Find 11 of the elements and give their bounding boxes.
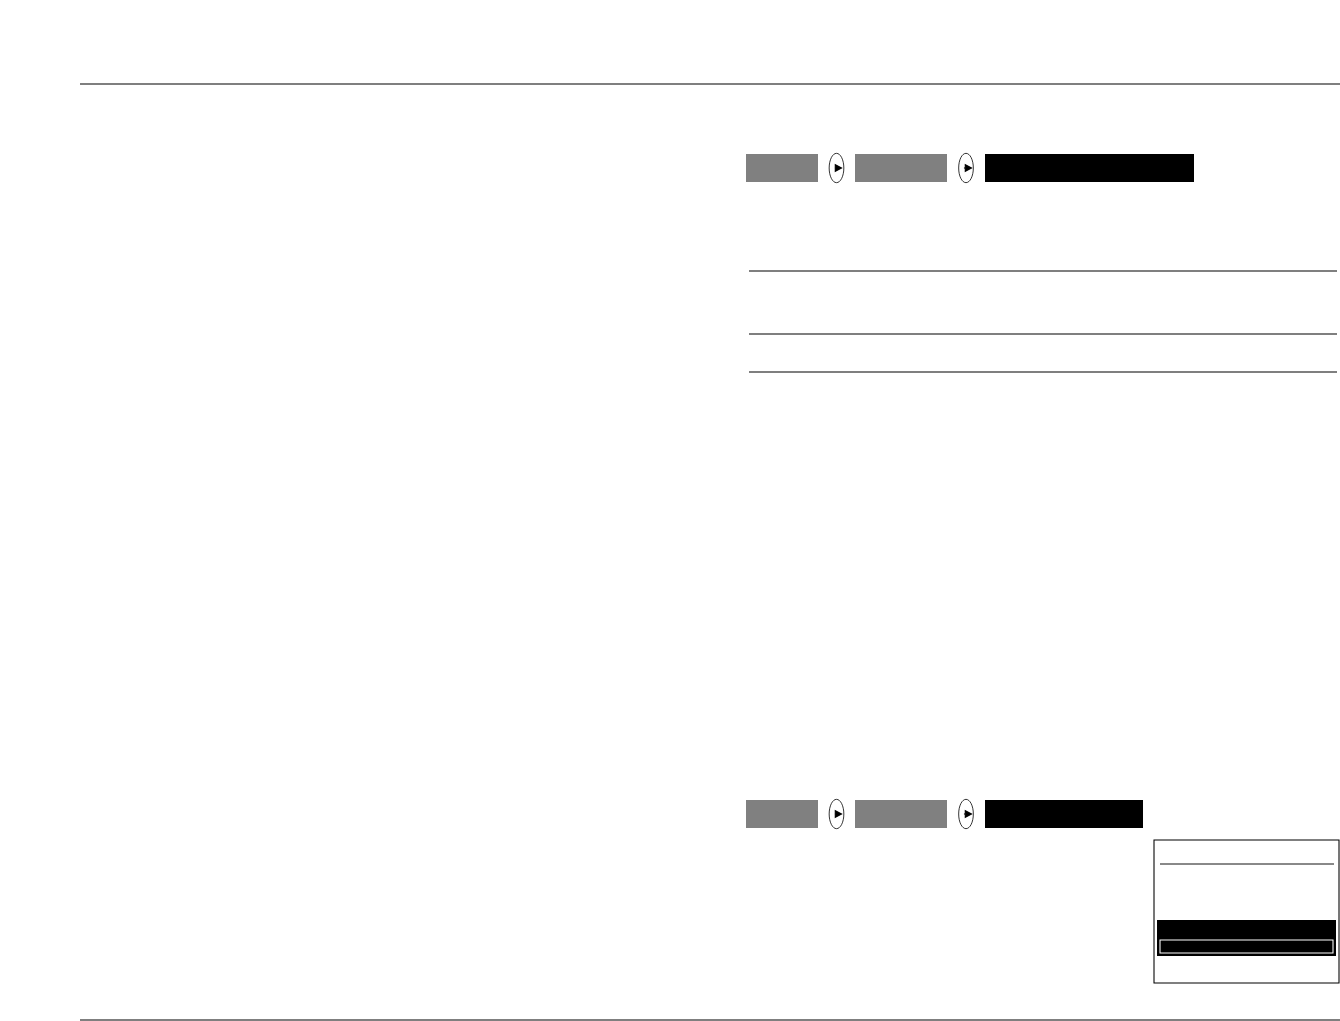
arrow-icon bbox=[828, 152, 845, 184]
breadcrumb-box bbox=[746, 800, 818, 828]
breadcrumb-box bbox=[855, 800, 947, 828]
screen-drawing bbox=[1153, 839, 1340, 984]
breadcrumb-box bbox=[855, 154, 947, 182]
arrow-icon bbox=[958, 152, 974, 184]
breadcrumb-box bbox=[985, 154, 1194, 182]
arrow-icon bbox=[958, 798, 974, 830]
breadcrumb-box bbox=[746, 154, 818, 182]
breadcrumb-box bbox=[985, 800, 1143, 828]
arrow-icon bbox=[828, 798, 845, 830]
